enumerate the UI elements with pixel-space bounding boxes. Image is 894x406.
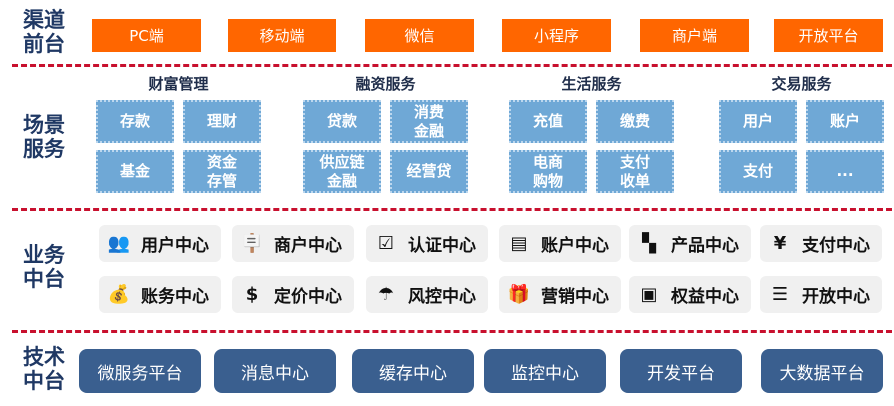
business-center-item[interactable]: 🪧 商户中心 xyxy=(232,225,354,262)
scene-item[interactable]: 账户 xyxy=(806,100,884,143)
business-center-label: 认证中心 xyxy=(408,236,476,256)
scene-item[interactable]: 资金 存管 xyxy=(183,150,261,193)
channel-item[interactable]: 商户端 xyxy=(640,19,749,52)
business-center-item[interactable]: $ 定价中心 xyxy=(232,276,354,313)
business-center-label: 账务中心 xyxy=(141,287,209,307)
layer-label-tech: 技术 中台 xyxy=(23,345,65,393)
scene-group-title: 交易服务 xyxy=(771,75,832,93)
divider xyxy=(12,64,892,67)
merchant-sign-icon: 🪧 xyxy=(240,233,264,254)
business-center-label: 定价中心 xyxy=(274,287,342,307)
scene-item[interactable]: ... xyxy=(806,150,884,193)
scene-group-title: 财富管理 xyxy=(148,75,209,93)
sliders-icon: ☰ xyxy=(771,284,789,305)
business-center-item[interactable]: ☰ 开放中心 xyxy=(760,276,882,313)
scene-item[interactable]: 经营贷 xyxy=(390,150,468,193)
scene-item[interactable]: 用户 xyxy=(719,100,797,143)
business-center-label: 账户中心 xyxy=(541,236,609,256)
business-center-item[interactable]: ☑ 认证中心 xyxy=(366,225,488,262)
tech-platform-item[interactable]: 缓存中心 xyxy=(352,349,474,393)
business-center-label: 用户中心 xyxy=(141,236,209,256)
divider xyxy=(12,208,892,211)
scene-group-title: 生活服务 xyxy=(561,75,622,93)
users-icon: 👥 xyxy=(107,233,131,254)
scene-item[interactable]: 电商 购物 xyxy=(509,150,587,193)
tech-platform-item[interactable]: 大数据平台 xyxy=(761,349,883,393)
business-center-item[interactable]: ¥ 支付中心 xyxy=(760,225,882,262)
scene-item[interactable]: 充值 xyxy=(509,100,587,143)
business-center-item[interactable]: ▣ 权益中心 xyxy=(629,276,751,313)
tech-platform-item[interactable]: 监控中心 xyxy=(484,349,606,393)
business-center-item[interactable]: ☂ 风控中心 xyxy=(366,276,488,313)
layer-label-scene: 场景 服务 xyxy=(23,113,65,161)
business-center-label: 风控中心 xyxy=(408,287,476,307)
divider xyxy=(12,330,892,333)
scene-item[interactable]: 缴费 xyxy=(596,100,674,143)
scene-group-title: 融资服务 xyxy=(355,75,416,93)
layer-label-channel: 渠道 前台 xyxy=(23,8,65,56)
tech-platform-item[interactable]: 微服务平台 xyxy=(79,349,201,393)
tech-platform-item[interactable]: 开发平台 xyxy=(620,349,742,393)
business-center-label: 权益中心 xyxy=(671,287,739,307)
checkbox-icon: ☑ xyxy=(377,233,395,254)
business-center-item[interactable]: ▤ 账户中心 xyxy=(499,225,621,262)
business-center-item[interactable]: 💰 账务中心 xyxy=(99,276,221,313)
channel-item[interactable]: 开放平台 xyxy=(774,19,883,52)
channel-item[interactable]: PC端 xyxy=(92,19,201,52)
id-card-icon: ▤ xyxy=(510,233,528,254)
scene-item[interactable]: 存款 xyxy=(96,100,174,143)
tech-platform-item[interactable]: 消息中心 xyxy=(214,349,336,393)
umbrella-icon: ☂ xyxy=(377,284,395,305)
business-center-item[interactable]: 🎁 营销中心 xyxy=(499,276,621,313)
business-center-label: 支付中心 xyxy=(802,236,870,256)
channel-item[interactable]: 移动端 xyxy=(228,19,336,52)
document-icon: ▣ xyxy=(640,284,658,305)
channel-item[interactable]: 小程序 xyxy=(502,19,611,52)
business-center-label: 营销中心 xyxy=(541,287,609,307)
scene-item[interactable]: 贷款 xyxy=(303,100,381,143)
channel-item[interactable]: 微信 xyxy=(365,19,474,52)
yen-wallet-icon: ¥ xyxy=(773,233,787,254)
money-bag-icon: 💰 xyxy=(107,284,131,305)
scene-item[interactable]: 理财 xyxy=(183,100,261,143)
gift-icon: 🎁 xyxy=(507,284,531,305)
layer-label-business: 业务 中台 xyxy=(23,243,65,291)
business-center-label: 商户中心 xyxy=(274,236,342,256)
business-center-label: 开放中心 xyxy=(802,287,870,307)
grid-icon: ▚ xyxy=(642,233,656,254)
business-center-item[interactable]: ▚ 产品中心 xyxy=(629,225,751,262)
price-icon: $ xyxy=(245,284,259,305)
scene-item[interactable]: 供应链 金融 xyxy=(303,150,381,193)
scene-item[interactable]: 支付 收单 xyxy=(596,150,674,193)
business-center-item[interactable]: 👥 用户中心 xyxy=(99,225,221,262)
scene-item[interactable]: 消费 金融 xyxy=(390,100,468,143)
scene-item[interactable]: 基金 xyxy=(96,150,174,193)
business-center-label: 产品中心 xyxy=(671,236,739,256)
scene-item[interactable]: 支付 xyxy=(719,150,797,193)
